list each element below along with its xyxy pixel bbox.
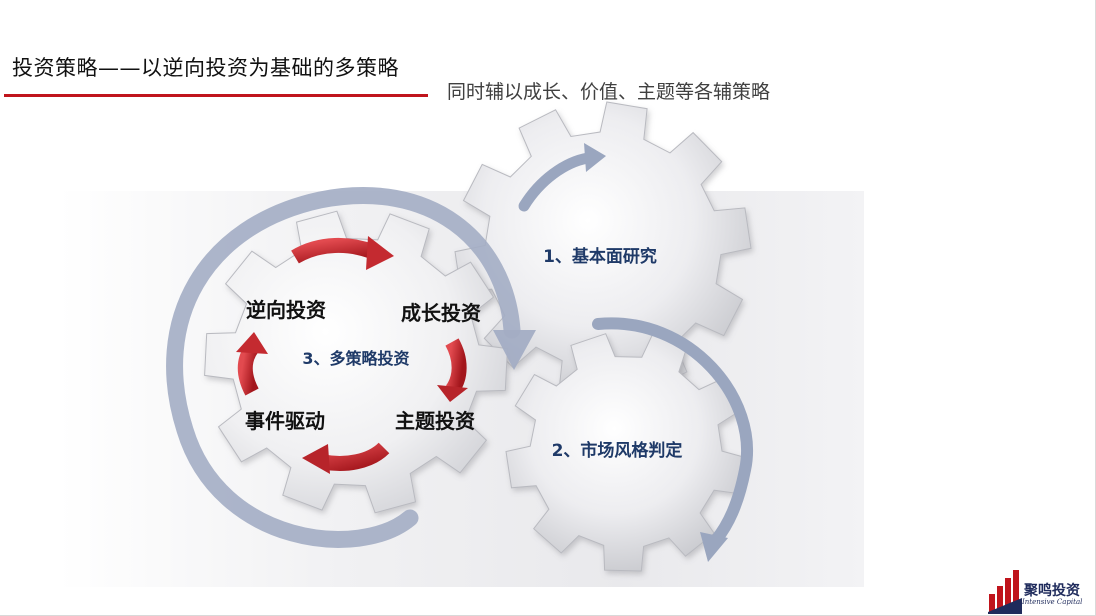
outer-cycle-arrow xyxy=(166,187,521,548)
strategy-theme: 主题投资 xyxy=(395,409,475,433)
red-arrow-right xyxy=(445,338,467,395)
red-arrow-left xyxy=(237,343,259,396)
logo-name: 聚鸣投资 xyxy=(1024,583,1080,599)
outer-cycle-arrowhead xyxy=(493,330,536,370)
red-arrowhead-top xyxy=(366,236,394,270)
fundamental-arrowhead xyxy=(584,143,606,172)
red-arrowhead-left xyxy=(236,332,268,354)
page-title: 投资策略——以逆向投资为基础的多策略 xyxy=(12,56,399,80)
gear-fundamental-research xyxy=(454,101,752,399)
strategy-contrarian: 逆向投资 xyxy=(246,298,326,322)
logo-bars-icon xyxy=(988,570,1022,614)
red-arrow-top xyxy=(291,238,376,264)
gear-label-market-style: 2、市场风格判定 xyxy=(552,440,683,461)
red-arrowhead-bottom xyxy=(302,444,330,474)
company-logo: 聚鸣投资 Intensive Capital xyxy=(988,568,1092,614)
logo-tagline: Intensive Capital xyxy=(1022,598,1083,606)
strategy-event-driven: 事件驱动 xyxy=(245,409,325,433)
gear-multi-strategy xyxy=(204,210,508,514)
strategy-growth: 成长投资 xyxy=(401,301,481,325)
gear-label-multi-strategy: 3、多策略投资 xyxy=(302,349,409,368)
market-style-arrow xyxy=(592,317,753,546)
red-arrow-bottom xyxy=(322,442,390,471)
page-subtitle: 同时辅以成长、价值、主题等各辅策略 xyxy=(447,81,771,103)
title-underline xyxy=(4,94,428,97)
red-arrowhead-right xyxy=(437,385,468,402)
fundamental-arrow xyxy=(518,152,594,212)
market-style-arrowhead xyxy=(700,532,728,562)
gear-label-fundamental: 1、基本面研究 xyxy=(543,246,657,267)
